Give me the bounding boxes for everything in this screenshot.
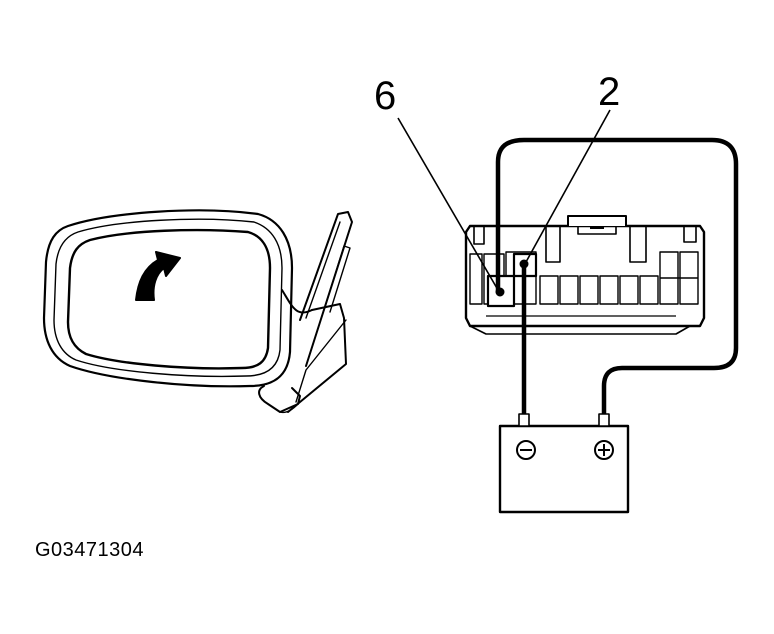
minus-circle-icon (516, 440, 536, 460)
figure-id: G03471304 (35, 539, 145, 561)
side-mirror-icon (42, 209, 353, 414)
curved-up-arrow-icon (135, 251, 181, 301)
electrical-connector-icon (464, 215, 706, 335)
battery-icon (498, 413, 630, 514)
terminal-6-label: 6 (374, 74, 397, 118)
terminal-2-label: 2 (598, 70, 621, 114)
plus-circle-icon (594, 440, 614, 460)
label-leaders (397, 109, 611, 291)
jumper-wires (495, 137, 739, 423)
